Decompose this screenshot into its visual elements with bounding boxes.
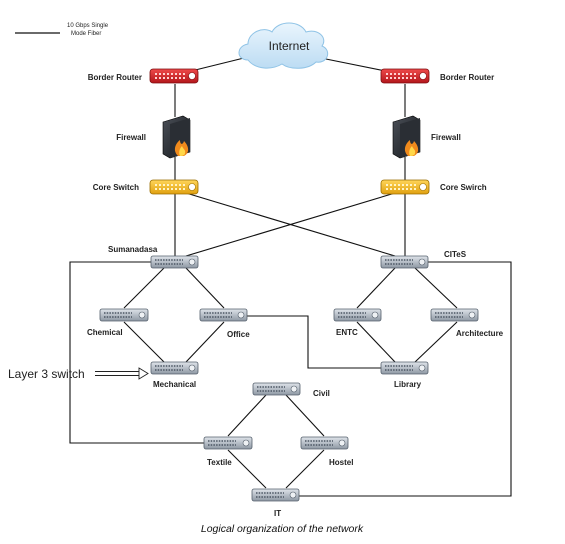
border-router-left-icon	[149, 68, 199, 84]
border-router-right-label: Border Router	[440, 73, 494, 82]
switch-hostel-icon	[300, 436, 349, 450]
legend-text-line2: Mode Fiber	[71, 31, 101, 37]
switch-hostel-label: Hostel	[329, 458, 353, 467]
switch-office-icon	[199, 308, 248, 322]
link-architecture-library	[414, 321, 458, 363]
switch-office-label: Office	[227, 330, 250, 339]
firewall-left-label: Firewall	[116, 133, 146, 142]
border-router-left: Border Router	[88, 68, 199, 84]
core-switch-left-icon	[149, 179, 199, 195]
link-entc-library	[356, 321, 396, 363]
link-textile-it	[227, 449, 267, 489]
link-office-mechanical	[185, 321, 225, 363]
border-router-left-label: Border Router	[88, 73, 142, 82]
core-switch-right-label: Core Swirch	[440, 183, 487, 192]
switch-architecture-label: Architecture	[456, 329, 504, 338]
switch-textile: Textile	[203, 436, 253, 467]
switch-hostel: Hostel	[300, 436, 353, 467]
switch-entc-label: ENTC	[336, 328, 358, 337]
connection-lines	[69, 56, 512, 497]
link-cites-entc	[356, 267, 396, 309]
legend: 10 Gbps Single Mode Fiber	[15, 23, 109, 37]
switch-architecture: Architecture	[430, 308, 504, 338]
link-core-right-sumanadasa	[185, 192, 396, 257]
firewall-right-icon	[392, 115, 421, 159]
link-cites-it	[298, 261, 512, 497]
link-chemical-mechanical	[123, 321, 165, 363]
internet-cloud: Internet	[238, 22, 329, 69]
link-cites-architecture	[414, 267, 458, 309]
firewall-left: Firewall	[116, 115, 191, 159]
switch-mechanical-label: Mechanical	[153, 380, 196, 389]
layer3-annotation-label: Layer 3 switch	[8, 367, 85, 381]
core-switch-left: Core Switch	[93, 179, 199, 195]
firewall-left-icon	[162, 115, 191, 159]
switch-chemical-label: Chemical	[87, 328, 123, 337]
switch-mechanical-icon	[150, 361, 199, 375]
switch-textile-icon	[203, 436, 253, 450]
cloud-label: Internet	[269, 39, 310, 53]
layer3-annotation: Layer 3 switch	[8, 367, 149, 381]
switch-civil-icon	[252, 382, 301, 396]
switch-entc-icon	[333, 308, 382, 322]
link-civil-hostel	[285, 394, 325, 437]
switch-architecture-icon	[430, 308, 479, 322]
link-hostel-it	[285, 449, 325, 489]
cloud-icon	[238, 22, 329, 69]
switch-library-icon	[380, 361, 429, 375]
switch-civil: Civil	[252, 382, 330, 398]
figure-caption: Logical organization of the network	[201, 523, 364, 535]
switch-it: IT	[251, 488, 300, 518]
switch-cites-label: CITeS	[444, 250, 467, 259]
switch-chemical-icon	[99, 308, 149, 322]
link-sumanadasa-chemical	[123, 267, 165, 309]
border-router-right: Border Router	[380, 68, 494, 84]
link-sumanadasa-textile	[69, 261, 205, 444]
legend-text-line1: 10 Gbps Single	[67, 23, 109, 29]
switch-library-label: Library	[394, 380, 422, 389]
arrow-right-icon	[95, 367, 149, 380]
switch-civil-label: Civil	[313, 389, 330, 398]
link-sumanadasa-office	[185, 267, 225, 309]
switch-mechanical: Mechanical	[150, 361, 199, 389]
switch-office: Office	[199, 308, 250, 339]
switch-cites-icon	[380, 255, 429, 269]
border-router-right-icon	[380, 68, 430, 84]
switch-it-icon	[251, 488, 300, 502]
switch-entc: ENTC	[333, 308, 382, 337]
core-switch-right-icon	[380, 179, 430, 195]
link-office-library	[245, 315, 383, 369]
switch-library: Library	[380, 361, 429, 389]
switch-sumanadasa: Sumanadasa	[108, 245, 199, 269]
switch-cites: CITeS	[380, 250, 467, 269]
firewall-right: Firewall	[392, 115, 461, 159]
core-switch-left-label: Core Switch	[93, 183, 139, 192]
switch-sumanadasa-icon	[150, 255, 199, 269]
switch-textile-label: Textile	[207, 458, 232, 467]
link-civil-textile	[227, 394, 267, 437]
core-switch-right: Core Swirch	[380, 179, 487, 195]
switch-sumanadasa-label: Sumanadasa	[108, 245, 158, 254]
firewall-right-label: Firewall	[431, 133, 461, 142]
switch-chemical: Chemical	[87, 308, 149, 337]
switch-it-label: IT	[274, 509, 281, 518]
